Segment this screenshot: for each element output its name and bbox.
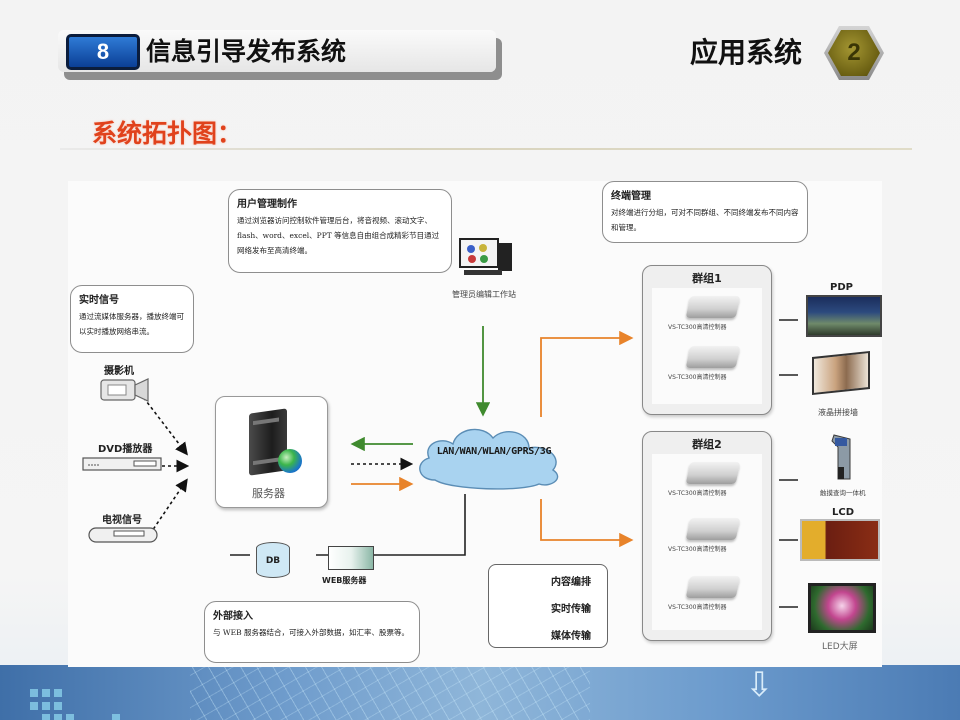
note-user-management: 用户管理制作 通过浏览器访问控制软件管理后台，将音视频、滚动文字、flash、w…	[228, 189, 452, 273]
lcd-display-icon	[800, 519, 880, 561]
note-body: 通过流媒体服务器，播放终端可以实时播放网络串流。	[79, 312, 184, 336]
led-display-icon	[808, 583, 876, 633]
kiosk-icon	[831, 434, 851, 480]
database-node: DB	[256, 542, 290, 578]
legend-item-realtime: 实时传输	[551, 604, 591, 615]
lcd-wall-display-icon	[812, 350, 870, 396]
controller-label: VS-TC300高清控制器	[668, 324, 727, 331]
controller-box-icon	[685, 346, 741, 368]
note-body: 通过浏览器访问控制软件管理后台，将音视频、滚动文字、flash、word、exc…	[237, 216, 440, 255]
controller-label: VS-TC300高清控制器	[668, 546, 727, 553]
section-divider	[60, 148, 912, 150]
note-body: 对终端进行分组，可对不同群组、不同终端发布不同内容和管理。	[611, 208, 799, 232]
cloud-icon	[419, 428, 559, 490]
network-label: LAN/WAN/WLAN/GPRS/3G	[436, 446, 552, 457]
legend-item-content: 内容编排	[551, 577, 591, 588]
dvd-player-icon	[82, 457, 162, 471]
tv-to-server-link	[149, 478, 188, 535]
group-2: 群组2 VS-TC300高清控制器 VS-TC300高清控制器 VS-TC300…	[642, 431, 772, 641]
footer-square	[112, 714, 120, 720]
note-title: 用户管理制作	[237, 199, 297, 210]
server-label: 服务器	[252, 487, 285, 500]
note-realtime-signal: 实时信号 通过流媒体服务器，播放终端可以实时播放网络串流。	[70, 285, 194, 353]
footer-grid-pattern	[190, 665, 590, 720]
lcd-label: LCD	[832, 507, 855, 518]
note-title: 外部接入	[213, 611, 253, 622]
network-cloud: LAN/WAN/WLAN/GPRS/3G	[411, 418, 571, 493]
controller-label: VS-TC300高清控制器	[668, 604, 727, 611]
legend: 内容编排 实时传输 媒体传输	[488, 564, 608, 648]
footer-square	[54, 689, 62, 697]
web-server-label: WEB服务器	[322, 576, 367, 585]
section-number-badge: 8	[66, 34, 140, 70]
footer-square	[42, 689, 50, 697]
camera-to-server-link	[139, 392, 188, 456]
server-node: 服务器	[215, 396, 328, 508]
note-title: 终端管理	[611, 191, 651, 202]
video-camera-icon	[100, 378, 149, 402]
controller-box-icon	[685, 462, 741, 484]
kiosk-label: 触摸查询一体机	[820, 489, 866, 497]
category-number-badge: 2	[828, 30, 880, 76]
note-terminal-management: 终端管理 对终端进行分组，可对不同群组、不同终端发布不同内容和管理。	[602, 181, 808, 243]
controller-label: VS-TC300高清控制器	[668, 374, 727, 381]
lcd-wall-label: 液晶拼接墙	[818, 408, 858, 417]
group-body: VS-TC300高清控制器 VS-TC300高清控制器	[652, 288, 762, 404]
note-external-access: 外部接入 与 WEB 服务器结合，可接入外部数据，如汇率、股票等。	[204, 601, 420, 663]
cloud-to-group1-link	[540, 330, 634, 417]
group-title: 群组1	[692, 272, 722, 285]
page-title: 信息引导发布系统	[146, 37, 347, 66]
tv-signal-label: 电视信号	[102, 515, 142, 526]
workstation-label: 管理员编辑工作站	[452, 290, 516, 299]
controller-box-icon	[685, 518, 741, 540]
note-title: 实时信号	[79, 295, 119, 306]
pdp-display-icon	[806, 295, 882, 337]
topology-diagram: 用户管理制作 通过浏览器访问控制软件管理后台，将音视频、滚动文字、flash、w…	[68, 181, 882, 667]
footer-square	[54, 714, 62, 720]
cloud-to-group2-link	[540, 499, 634, 548]
controller-box-icon	[685, 576, 741, 598]
controller-label: VS-TC300高清控制器	[668, 490, 727, 497]
footer-square	[42, 702, 50, 710]
dvd-label: DVD播放器	[98, 444, 153, 455]
pdp-label: PDP	[830, 282, 853, 293]
controller-box-icon	[685, 296, 741, 318]
footer-square	[30, 702, 38, 710]
group-1: 群组1 VS-TC300高清控制器 VS-TC300高清控制器	[642, 265, 772, 415]
web-server-icon	[328, 546, 374, 570]
footer-square	[54, 702, 62, 710]
tv-receiver-icon	[88, 527, 158, 543]
section-title: 系统拓扑图：	[92, 119, 243, 148]
globe-icon	[278, 449, 302, 473]
footer-square	[42, 714, 50, 720]
footer-decoration: ⇩	[0, 665, 960, 720]
note-body: 与 WEB 服务器结合，可接入外部数据，如汇率、股票等。	[213, 628, 409, 637]
led-label: LED大屏	[822, 642, 858, 652]
camera-label: 摄影机	[104, 366, 134, 377]
connector-layer	[139, 319, 798, 640]
category-title: 应用系统	[690, 36, 803, 69]
footer-square	[30, 689, 38, 697]
group-title: 群组2	[692, 438, 722, 451]
group-body: VS-TC300高清控制器 VS-TC300高清控制器 VS-TC300高清控制…	[652, 454, 762, 630]
workstation-icon	[459, 238, 512, 275]
down-arrow-icon: ⇩	[745, 665, 774, 705]
db-label: DB	[265, 556, 281, 566]
footer-square	[66, 714, 74, 720]
legend-item-media: 媒体传输	[551, 631, 591, 642]
